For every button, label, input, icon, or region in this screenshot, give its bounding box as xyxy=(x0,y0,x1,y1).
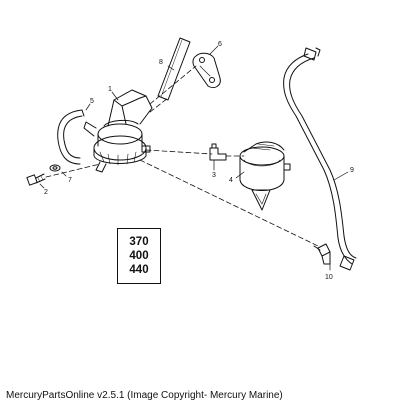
callout-1: 1 xyxy=(108,86,112,93)
fuel-line-part-9 xyxy=(283,47,357,271)
model-400: 400 xyxy=(129,250,149,262)
fuel-hose-part-5 xyxy=(57,109,85,165)
assembly-lines xyxy=(45,65,319,247)
bolt-part-2 xyxy=(26,173,46,186)
model-370: 370 xyxy=(129,236,149,248)
callout-6: 6 xyxy=(218,41,222,48)
callout-labels: 1 2 3 4 5 6 7 8 9 10 xyxy=(44,41,354,281)
fuel-pump-part-1 xyxy=(83,89,153,173)
fitting-part-3 xyxy=(209,143,227,161)
model-440: 440 xyxy=(129,264,149,276)
push-rod-part-8 xyxy=(157,37,191,101)
fitting-part-10 xyxy=(313,243,331,265)
leader-lines xyxy=(39,45,349,271)
fuel-filter-part-4 xyxy=(239,141,291,211)
copyright-caption: MercuryPartsOnline v2.5.1 (Image Copyrig… xyxy=(6,390,283,401)
gasket-part-6 xyxy=(192,52,221,89)
model-number-box: 370 400 440 xyxy=(117,228,161,284)
callout-7: 7 xyxy=(68,177,72,184)
callout-9: 9 xyxy=(350,167,354,174)
callout-3: 3 xyxy=(212,172,216,179)
callout-5: 5 xyxy=(90,98,94,105)
callout-2: 2 xyxy=(44,189,48,196)
washer-part-7 xyxy=(49,164,61,172)
callout-8: 8 xyxy=(159,59,163,66)
callout-10: 10 xyxy=(325,274,333,281)
callout-4: 4 xyxy=(229,177,233,184)
